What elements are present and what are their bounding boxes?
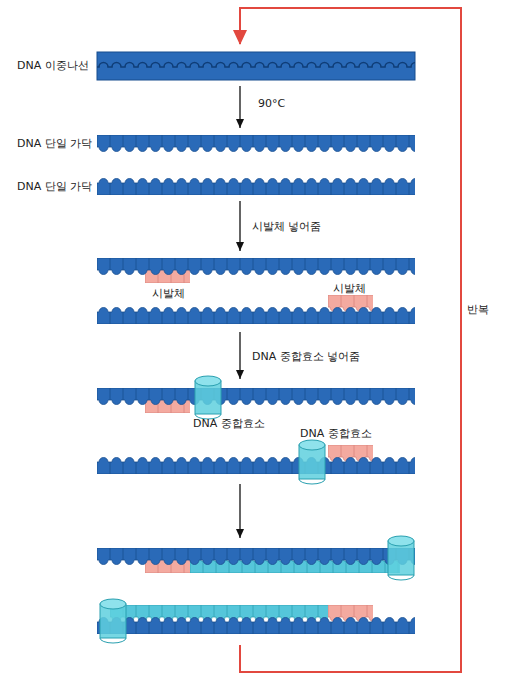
step-arrow <box>239 86 240 128</box>
dna-double-helix <box>97 52 415 80</box>
single-strand <box>97 388 415 405</box>
enzyme-label: DNA 중합효소 <box>193 417 265 430</box>
step-label: DNA 중합효소 넣어줌 <box>252 350 360 363</box>
step-arrow <box>239 332 240 379</box>
primer-label: 시발체 <box>152 287 185 300</box>
repeat-label: 반복 <box>467 303 489 316</box>
dna-polymerase <box>299 440 325 484</box>
dna-polymerase <box>195 376 221 419</box>
dna-polymerase <box>388 536 414 580</box>
single-strand <box>97 548 415 565</box>
strand-label: DNA 이중나선 <box>17 59 89 72</box>
single-strand <box>97 135 415 152</box>
primer-label: 시발체 <box>333 282 366 295</box>
step-arrow <box>239 484 240 538</box>
strand-label: DNA 단일 가닥 <box>17 180 92 193</box>
step-arrow <box>239 201 240 251</box>
single-strand <box>97 258 415 275</box>
single-strand <box>97 178 415 195</box>
step-label: 90°C <box>258 97 285 110</box>
single-strand <box>97 457 415 474</box>
step-label: 시발체 넣어줌 <box>252 220 322 233</box>
dna-polymerase <box>100 599 126 643</box>
single-strand <box>97 617 415 634</box>
enzyme-label: DNA 중합효소 <box>300 427 372 440</box>
strand-label: DNA 단일 가닥 <box>17 137 92 150</box>
single-strand <box>97 307 415 324</box>
